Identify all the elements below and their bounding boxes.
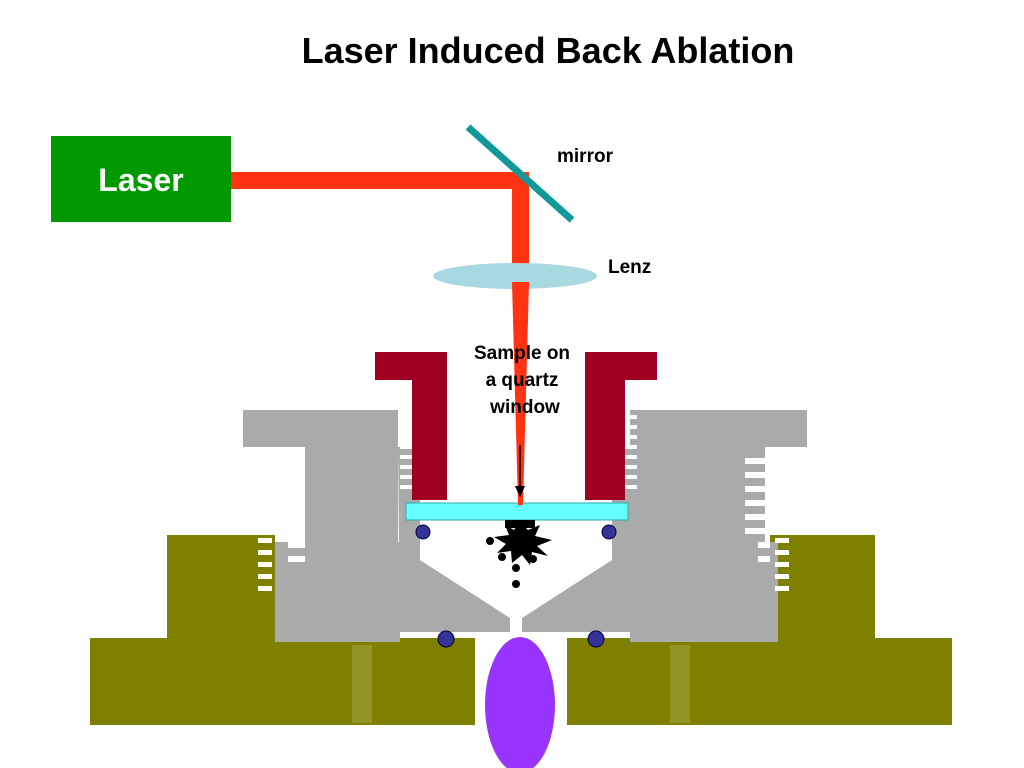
sample-arrow-head [515,486,525,497]
laser-label: Laser [98,162,183,198]
seal-lower-left [437,630,455,648]
mirror [465,124,575,223]
lens-label: Lenz [608,257,651,278]
plasma-plume [485,637,555,768]
sample-label-line2: a quartz [486,370,559,391]
beam-horizontal [231,172,529,189]
beam-vertical [512,172,529,273]
housing-threads [258,458,789,591]
lens [433,263,597,289]
base-shading [352,645,690,723]
seal-lower-right [587,630,605,648]
mirror-label: mirror [557,146,614,167]
quartz-window [405,502,629,521]
seal-upper-left [415,524,431,540]
base-block-left [90,535,475,725]
sample-label-line3: window [489,397,560,418]
holder-threads [400,395,637,489]
seal-upper-right [601,524,617,540]
laser-source [51,136,231,222]
o-ring-seals [415,524,617,648]
holder-left [375,352,447,500]
diagram-title: Laser Induced Back Ablation [302,30,795,71]
sample-label-line1: Sample on [474,343,570,364]
housing-right [522,410,807,642]
holder-right [585,352,657,500]
ablation-burst [494,520,552,565]
beam-focused [512,282,529,505]
debris-particles [486,537,537,588]
